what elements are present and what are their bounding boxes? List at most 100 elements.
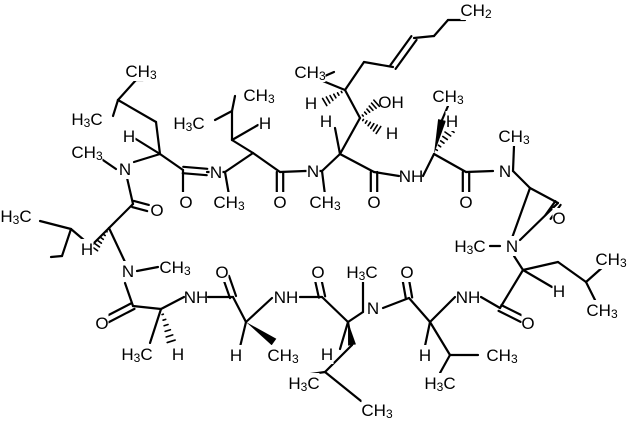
bond-114 (323, 343, 354, 374)
bond-99 (428, 320, 452, 357)
n-leu4-mask (366, 298, 380, 318)
hash-bond-12 (361, 118, 365, 122)
bond-97 (407, 296, 432, 324)
bond-110 (556, 260, 588, 284)
leu1-alpha-h-mask (122, 126, 136, 146)
bond-29 (158, 152, 185, 172)
leu3-ch3-top-label: CH3 (595, 250, 627, 271)
butenyl-h-mask (304, 93, 318, 113)
bond-58 (518, 201, 560, 242)
bond-13 (338, 116, 362, 156)
n-leu2-ch3-mask (159, 257, 191, 277)
hash-bond-11 (366, 108, 371, 113)
bond-85 (244, 296, 274, 324)
bond-61 (131, 205, 149, 213)
leu4-ch3-left-mask (288, 373, 320, 393)
n-leu4-label: N (367, 299, 379, 318)
val-ch3-left-mask (173, 113, 205, 133)
bond-2 (412, 34, 436, 40)
n-leu1-ch3-label: CH3 (71, 143, 103, 164)
bond-66 (107, 226, 127, 264)
nh-ala1-mask (185, 287, 207, 307)
bond-53 (511, 144, 516, 173)
hash-bond-17 (444, 131, 452, 137)
bond-16 (440, 104, 450, 122)
hash-bond-9 (329, 94, 334, 102)
leu4-alpha-h-mask (320, 344, 334, 364)
o-ala1-mask (215, 262, 229, 282)
bond-118 (510, 186, 532, 240)
bond-40 (278, 169, 307, 174)
o-leu-top-left-label: O (150, 201, 163, 220)
bond-108 (521, 268, 554, 289)
bmt-beta-h-label: H (386, 124, 398, 143)
leu1-ch3-top-label: CH3 (125, 62, 157, 83)
hash-bond-12 (364, 120, 368, 124)
nh-abu-label: NH (399, 167, 424, 186)
hash-bond-9 (321, 97, 328, 107)
bond-103 (479, 295, 502, 310)
bond-78 (148, 307, 163, 345)
bond-77 (159, 295, 186, 311)
bmt-oh-mask (380, 92, 402, 112)
bond-88 (313, 278, 320, 299)
bond-25 (213, 109, 234, 122)
hash-bond-12 (372, 124, 379, 132)
bond-71 (135, 265, 160, 273)
hash-bond-17 (435, 148, 439, 152)
bond-23 (129, 134, 162, 156)
hash-bond-9 (336, 92, 340, 96)
n-val-label: N (210, 163, 222, 182)
n-sar-label: N (499, 162, 511, 181)
bond-22 (154, 120, 162, 156)
n-leu2-ch3-label: CH3 (159, 258, 191, 279)
hash-bond-12 (367, 121, 372, 127)
n-val-ch3-label: CH3 (213, 193, 245, 214)
bmt-alpha-h-mask (319, 111, 333, 131)
bond-62 (132, 199, 150, 207)
wedge-bond-15 (434, 119, 446, 154)
o-val-label: O (273, 193, 286, 212)
bond-112 (584, 280, 598, 304)
bond-28 (230, 123, 260, 142)
n-sar-mask (498, 161, 512, 181)
bond-24 (230, 94, 237, 113)
o-leu2-mask (95, 313, 109, 333)
o-leu4-label: O (400, 263, 413, 282)
bond-48 (421, 152, 436, 178)
leu3-alpha-h-label: H (553, 282, 565, 301)
leu4-alpha-h-label: H (321, 345, 333, 364)
bond-80 (227, 274, 238, 298)
bond-37 (251, 151, 282, 174)
bond-54 (511, 169, 532, 190)
bmt-beta-h-mask (385, 123, 399, 143)
n-leu4-ch3-label: H3C (346, 263, 377, 284)
bond-44 (338, 152, 376, 174)
hash-bond-76 (165, 334, 174, 338)
bond-101 (438, 353, 452, 375)
bond-116 (323, 370, 363, 403)
ala1-ch3-mask (121, 344, 153, 364)
bond-102 (428, 295, 457, 324)
n-bmt-ch3-label: CH3 (309, 193, 341, 214)
hash-bond-11 (373, 99, 381, 108)
leu2-alpha-h-mask (80, 239, 94, 259)
butenyl-ch3-label: CH3 (294, 63, 326, 84)
nh-val2-label: NH (456, 288, 481, 307)
hash-bond-65 (99, 236, 105, 241)
bond-3 (389, 35, 413, 67)
n-val-mask (209, 162, 223, 182)
leu2-alpha-h-label: H (81, 240, 93, 259)
nh-val2-mask (457, 287, 479, 307)
o-ala2-mask (311, 262, 325, 282)
bond-63 (107, 202, 135, 230)
n-leu2-mask (121, 261, 135, 281)
bond-91 (338, 320, 350, 351)
o-val2-label: O (521, 314, 534, 333)
leu3-ch3-bottom-mask (586, 300, 618, 320)
n-leu3-ch3-mask (454, 236, 486, 256)
nh-ala2-mask (275, 287, 297, 307)
hash-bond-76 (164, 328, 172, 333)
